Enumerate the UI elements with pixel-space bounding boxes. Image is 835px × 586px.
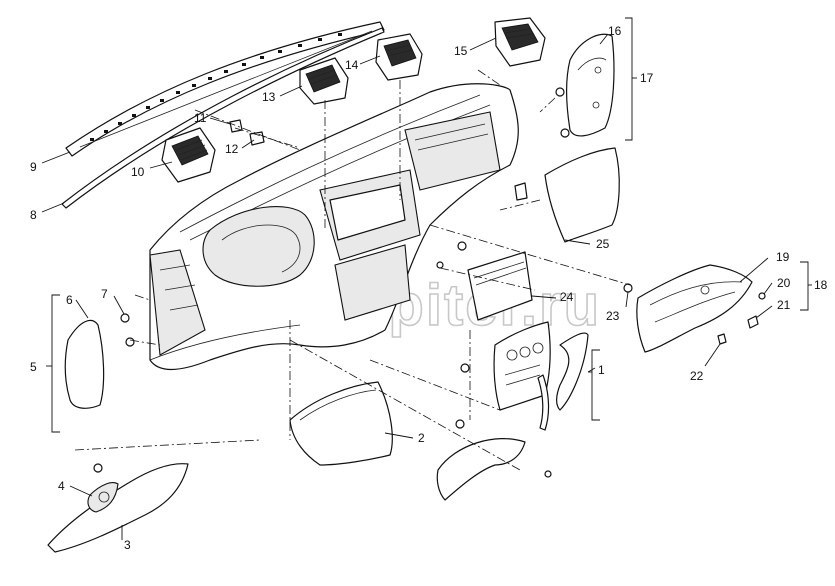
callout-6: 6 — [66, 293, 73, 307]
airbag-door — [514, 147, 620, 243]
right-end-vent — [494, 17, 546, 67]
callout-9: 9 — [30, 160, 37, 174]
callout-22: 22 — [690, 369, 704, 383]
left-end-cap — [64, 319, 105, 409]
callout-17: 17 — [640, 71, 654, 85]
callout-7: 7 — [101, 287, 108, 301]
windshield-trim-strip — [61, 27, 385, 209]
callout-13: 13 — [262, 90, 276, 104]
callout-5: 5 — [30, 360, 37, 374]
glove-box — [636, 264, 766, 353]
callout-labels: 1 2 3 4 5 6 7 8 9 10 11 12 13 14 15 16 1… — [30, 24, 828, 552]
callout-20: 20 — [777, 276, 791, 290]
knee-panel — [47, 463, 189, 553]
callout-10: 10 — [131, 165, 145, 179]
callout-14: 14 — [345, 58, 359, 72]
callout-21: 21 — [777, 298, 791, 312]
callout-4: 4 — [58, 479, 65, 493]
lower-cover — [436, 438, 526, 501]
cluster-hood — [289, 381, 393, 466]
callout-15: 15 — [454, 44, 468, 58]
callout-11: 11 — [194, 111, 207, 125]
callout-2: 2 — [418, 431, 425, 445]
center-vent-left — [299, 57, 349, 105]
callout-12: 12 — [225, 142, 239, 156]
instrument-panel-body — [149, 83, 519, 371]
callout-25: 25 — [596, 237, 610, 251]
right-side-panel — [555, 33, 615, 138]
center-lower-trim — [467, 251, 533, 321]
assembly-lines — [74, 69, 631, 471]
callout-16: 16 — [608, 24, 622, 38]
bezel-side-trim — [537, 332, 589, 431]
callout-8: 8 — [30, 208, 37, 222]
callout-19: 19 — [776, 250, 790, 264]
callout-1: 1 — [598, 363, 605, 377]
center-console-bezel — [493, 321, 551, 411]
callout-23: 23 — [606, 309, 620, 323]
clip-12 — [249, 131, 265, 146]
center-vent-right — [375, 33, 423, 81]
callout-3: 3 — [124, 538, 131, 552]
left-end-vent — [161, 127, 216, 183]
leader-lines — [41, 33, 773, 497]
group-brackets — [46, 17, 812, 540]
callout-18: 18 — [814, 278, 828, 292]
fastener-set — [93, 241, 633, 478]
defroster-grille-strip — [65, 21, 385, 157]
clip-11 — [229, 119, 243, 133]
callout-24: 24 — [560, 290, 574, 304]
